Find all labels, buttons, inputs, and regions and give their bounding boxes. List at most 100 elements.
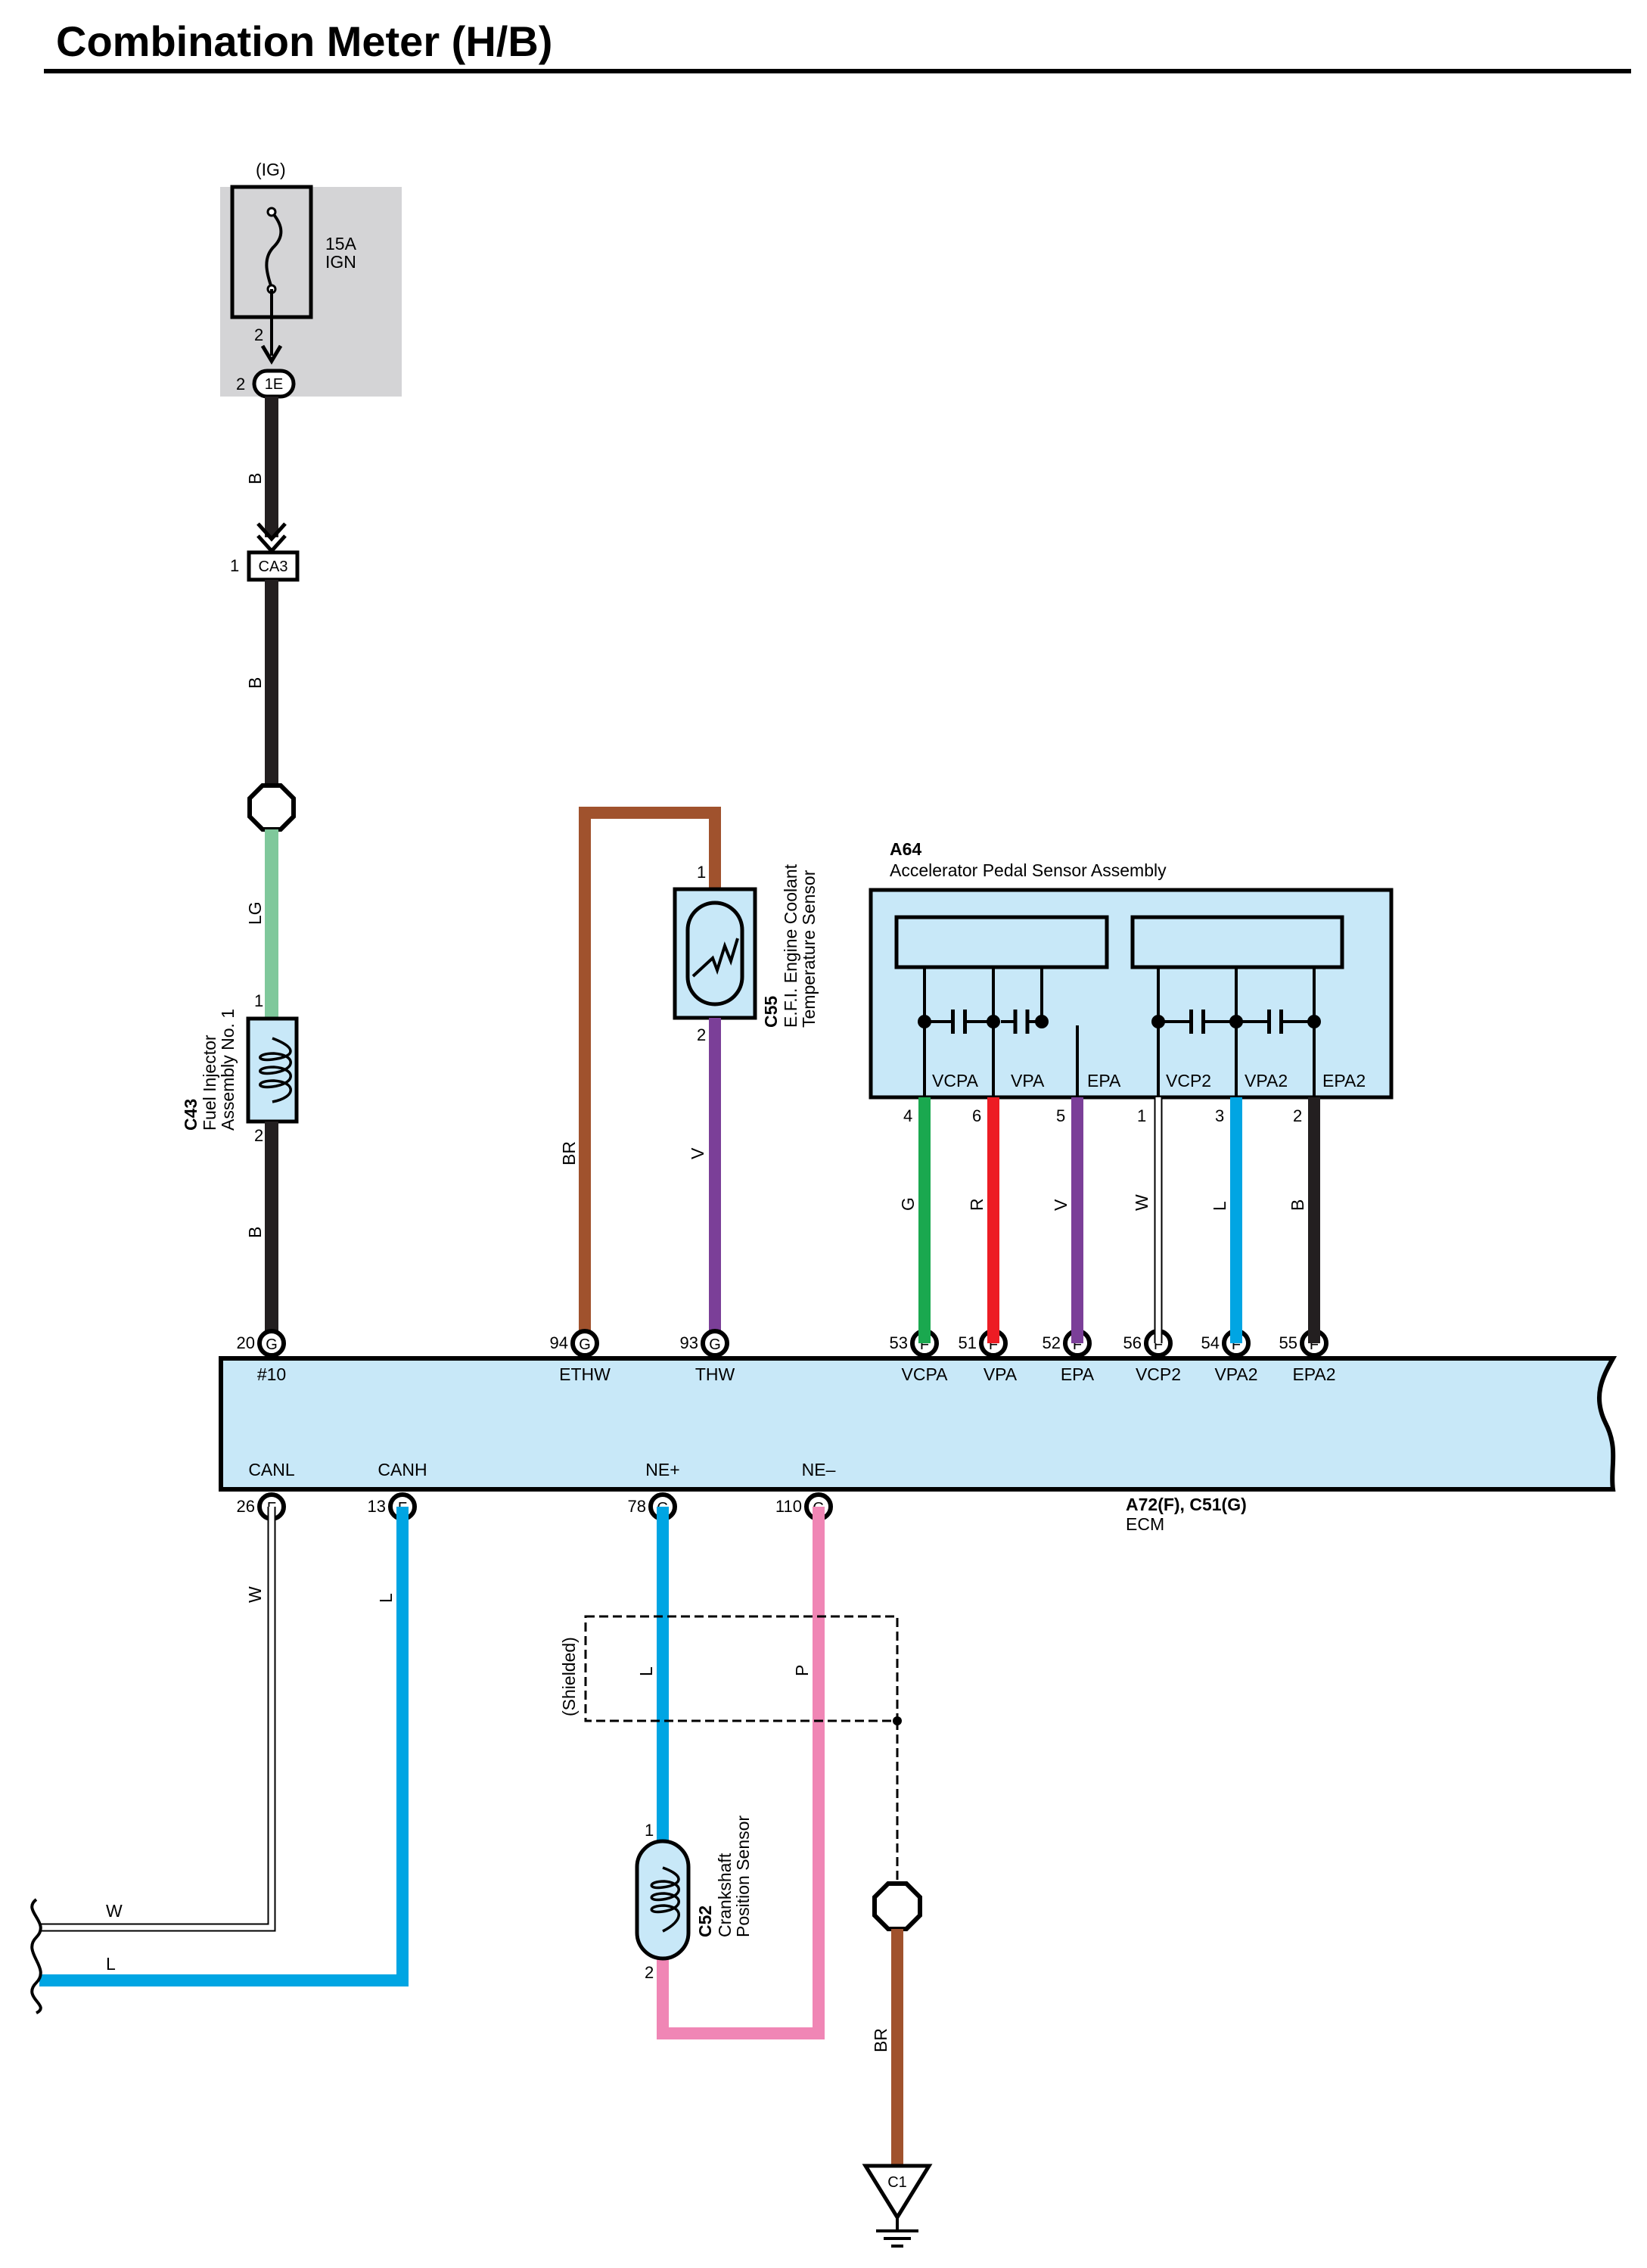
coolant-name-1: E.F.I. Engine Coolant — [781, 863, 800, 1028]
ecm-terminal-label: VCPA — [902, 1364, 949, 1384]
ground-splice-icon — [872, 1881, 922, 1931]
wire-label-canh-l: L — [376, 1593, 396, 1603]
crank-name-2: Position Sensor — [733, 1815, 753, 1937]
wire-canh-l — [39, 1507, 409, 1986]
fuse-rating: 15A — [325, 234, 357, 254]
pedal-terminal-label: EPA2 — [1322, 1071, 1366, 1090]
wire-label-ground-br: BR — [871, 2028, 890, 2052]
pedal-sensor-element-2 — [1130, 915, 1344, 969]
crank-coil-icon — [650, 1866, 680, 1933]
pedal-sensor-name: Accelerator Pedal Sensor Assembly — [890, 860, 1167, 880]
shield-node — [893, 1716, 902, 1725]
shield-outline — [584, 1615, 899, 1722]
pedal-wire-label: W — [1132, 1194, 1151, 1211]
pedal-pin-number: 4 — [903, 1106, 912, 1125]
connector-1e-pin: 2 — [236, 375, 245, 394]
ecm-terminal-label: VPA — [984, 1364, 1018, 1384]
ecm-terminal-label: VCP2 — [1136, 1364, 1181, 1384]
ecm-terminal-label: ETHW — [559, 1364, 611, 1384]
crank-pin-bottom: 2 — [645, 1963, 654, 1982]
wire-label-ig-b2: B — [245, 677, 265, 689]
ecm-terminal-label: THW — [695, 1364, 735, 1384]
crank-pin-top: 1 — [645, 1821, 654, 1840]
pedal-pin-number: 2 — [1293, 1106, 1302, 1125]
ecm-top-terminal — [570, 1329, 599, 1358]
connector-arrow-icon — [260, 344, 283, 365]
ecm-terminal-pin: 53 — [890, 1333, 908, 1352]
splice-junction-icon — [247, 783, 296, 832]
ecm-terminal-pin: 52 — [1043, 1333, 1061, 1352]
pedal-terminal-label: VPA2 — [1245, 1071, 1288, 1090]
wire-label-ne-plus-l: L — [636, 1666, 656, 1676]
wire-ethw-br — [579, 807, 721, 1343]
coolant-code: C55 — [761, 996, 781, 1028]
wire-canl-w — [39, 1507, 275, 1930]
injector-pin-bottom: 2 — [254, 1126, 263, 1145]
pedal-terminal-label: VCP2 — [1166, 1071, 1211, 1090]
ecm-terminal-pin: 26 — [237, 1497, 255, 1516]
ecm-code: A72(F), C51(G) — [1126, 1495, 1247, 1514]
pedal-terminal-label: VPA — [1011, 1071, 1045, 1090]
pedal-terminal-label: EPA — [1087, 1071, 1121, 1090]
ecm-body — [219, 1356, 1617, 1492]
bus-label-l: L — [106, 1954, 116, 1974]
ecm-terminal-pin: 13 — [368, 1497, 386, 1516]
coolant-pin-bottom: 2 — [697, 1025, 706, 1044]
connector-ca3-pin: 1 — [230, 556, 239, 575]
ecm-terminal-conn: G — [709, 1336, 721, 1353]
ecm-terminal-label: EPA — [1061, 1364, 1095, 1384]
fuse-icon — [265, 210, 283, 288]
ecm-terminal-label: EPA2 — [1292, 1364, 1335, 1384]
shield-label: (Shielded) — [559, 1637, 579, 1716]
wire-break-icon — [30, 1898, 42, 2014]
injector-name-2: Assembly No. 1 — [218, 1009, 238, 1131]
fuse-name: IGN — [325, 252, 356, 272]
thermistor-icon — [691, 938, 739, 978]
ecm-terminal-pin: 55 — [1279, 1333, 1297, 1352]
pedal-pin-number: 5 — [1056, 1106, 1065, 1125]
crank-name-1: Crankshaft — [715, 1853, 735, 1937]
bus-label-w: W — [106, 1901, 123, 1921]
ecm-terminal-pin: 78 — [628, 1497, 646, 1516]
pedal-wire-label: R — [967, 1198, 987, 1211]
ecm-terminal-pin: 51 — [959, 1333, 977, 1352]
pedal-wire-label: L — [1210, 1201, 1229, 1211]
pedal-wire-label: G — [898, 1197, 918, 1211]
ecm-terminal-pin: 110 — [775, 1497, 802, 1516]
connector-ca3-label: CA3 — [259, 558, 288, 575]
coolant-name-2: Temperature Sensor — [799, 870, 819, 1028]
ecm-terminal-label: VPA2 — [1214, 1364, 1257, 1384]
ecm-terminal-label: #10 — [257, 1364, 286, 1384]
ecm-terminal-conn: G — [579, 1336, 591, 1353]
ground-name: C1 — [887, 2174, 907, 2191]
injector-pin-top: 1 — [254, 991, 263, 1010]
ecm-terminal-pin: 93 — [680, 1333, 698, 1352]
ground-point — [862, 2164, 933, 2221]
wire-label-injector-b: B — [245, 1227, 265, 1238]
fuse-terminal-top — [266, 207, 277, 217]
injector-code: C43 — [181, 1099, 200, 1131]
wire-canl-w-outline — [39, 1507, 276, 1932]
pedal-sensor-element-1 — [894, 915, 1109, 969]
ecm-name: ECM — [1126, 1514, 1164, 1534]
crank-code: C52 — [695, 1906, 715, 1937]
wire-ne-minus-p — [657, 1507, 825, 2039]
ecm-top-terminal — [257, 1329, 286, 1358]
ecm-terminal-label: CANH — [378, 1460, 427, 1479]
pedal-wire-label: V — [1051, 1199, 1071, 1211]
ecm-terminal-pin: 54 — [1201, 1333, 1220, 1352]
pedal-wire-label: B — [1288, 1199, 1307, 1211]
ecm-terminal-label: NE– — [802, 1460, 836, 1479]
ecm-terminal-conn: G — [266, 1336, 278, 1353]
pedal-pin-number: 6 — [972, 1106, 981, 1125]
thermistor-body — [685, 901, 744, 1006]
ecm-terminal-label: NE+ — [645, 1460, 679, 1479]
ecm-terminal-pin: 94 — [550, 1333, 568, 1352]
ig-supply-label: (IG) — [256, 160, 286, 179]
wire-label-ne-minus-p: P — [792, 1665, 812, 1676]
pedal-pin-number: 1 — [1137, 1106, 1146, 1125]
page-title: Combination Meter (H/B) — [56, 17, 552, 65]
ecm-terminal-pin: 56 — [1123, 1333, 1142, 1352]
pedal-terminal-label: VCPA — [932, 1071, 979, 1090]
